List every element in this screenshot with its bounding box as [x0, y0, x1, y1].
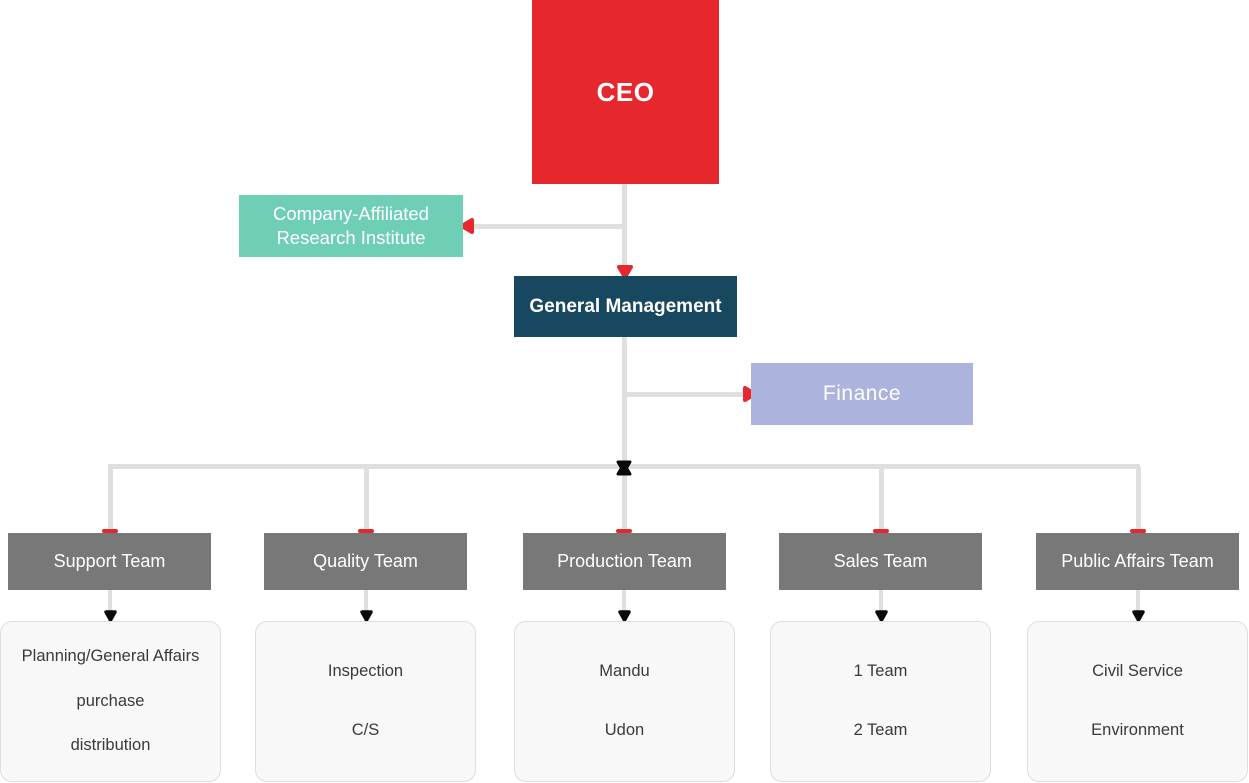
team-label: Support Team: [53, 551, 166, 571]
member-list-public-affairs: Civil Service Environment: [1027, 621, 1248, 782]
list-item: Mandu: [599, 661, 650, 680]
list-item: C/S: [351, 721, 380, 740]
node-ceo-label: CEO: [596, 76, 655, 107]
node-research-label-line1: Company-Affiliated: [273, 202, 429, 224]
connector-ceo-to-gm: [622, 184, 627, 276]
node-team-quality: Quality Team: [264, 533, 467, 590]
node-research-institute: Company-Affiliated Research Institute: [239, 195, 463, 257]
connector-production-to-list: [622, 590, 626, 621]
connector-public-affairs-to-list: [1136, 590, 1140, 621]
list-item: 2 Team: [853, 721, 908, 740]
node-finance-label: Finance: [822, 382, 902, 405]
list-item: purchase: [76, 691, 145, 710]
node-general-management-label: General Management: [529, 295, 722, 317]
list-item: Inspection: [327, 661, 404, 680]
node-general-management: General Management: [514, 276, 737, 337]
connector-sales-to-list: [879, 590, 883, 621]
drop-line-production: [622, 467, 627, 533]
drop-line-sales: [879, 467, 884, 533]
list-item: Planning/General Affairs: [21, 646, 200, 665]
team-label: Quality Team: [313, 551, 418, 571]
team-label: Sales Team: [833, 551, 928, 571]
node-team-production: Production Team: [523, 533, 726, 590]
team-label: Public Affairs Team: [1061, 551, 1214, 571]
member-list-support: Planning/General Affairs purchase distri…: [0, 621, 221, 782]
connector-quality-to-list: [364, 590, 368, 621]
arrow-down-icon: [358, 608, 375, 624]
arrow-left-icon: [457, 216, 477, 236]
list-item: Civil Service: [1092, 661, 1183, 680]
arrow-down-icon: [102, 608, 119, 624]
connector-branch-finance: [625, 392, 747, 397]
node-team-support: Support Team: [8, 533, 211, 590]
connector-support-to-list: [108, 590, 112, 621]
arrow-down-icon: [1130, 608, 1147, 624]
member-list-production: Mandu Udon: [514, 621, 735, 782]
list-item: 1 Team: [853, 661, 908, 680]
node-team-sales: Sales Team: [779, 533, 982, 590]
node-finance: Finance: [751, 363, 973, 425]
arrow-right-icon: [740, 384, 760, 404]
drop-line-public-affairs: [1136, 467, 1141, 533]
connector-branch-research: [472, 224, 624, 229]
list-item: distribution: [70, 736, 151, 755]
member-list-quality: Inspection C/S: [255, 621, 476, 782]
list-item: Environment: [1091, 721, 1184, 740]
drop-line-support: [108, 467, 113, 533]
junction-marker-icon: [614, 458, 634, 478]
arrow-down-icon: [615, 263, 635, 281]
connector-gm-to-distribution: [622, 337, 627, 467]
list-item: Udon: [604, 721, 645, 740]
node-research-label-line2: Research Institute: [276, 227, 426, 248]
member-list-sales: 1 Team 2 Team: [770, 621, 991, 782]
node-team-public-affairs: Public Affairs Team: [1036, 533, 1239, 590]
arrow-down-icon: [616, 608, 633, 624]
team-label: Production Team: [557, 551, 692, 571]
node-ceo: CEO: [532, 0, 719, 184]
arrow-down-icon: [873, 608, 890, 624]
drop-line-quality: [364, 467, 369, 533]
